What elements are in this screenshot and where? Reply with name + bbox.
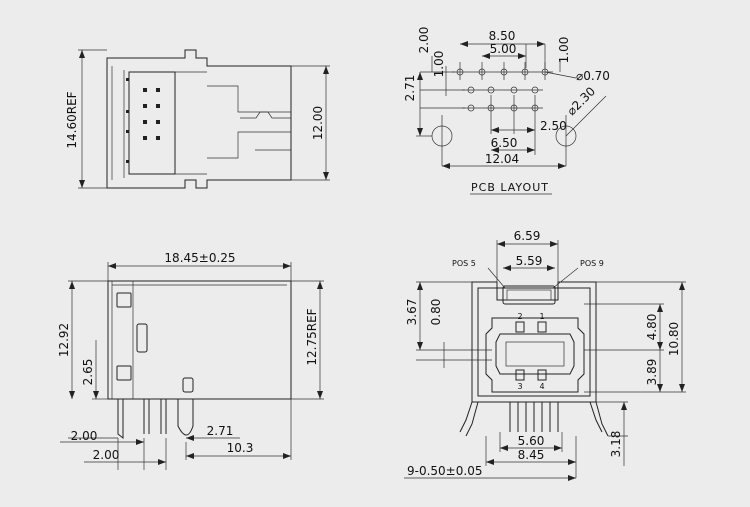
dim-0-80: 0.80 bbox=[429, 299, 443, 326]
dim-2-00-a: 2.00 bbox=[71, 429, 98, 443]
front-view: 2 1 3 4 6.59 5.59 POS 5 POS 9 bbox=[404, 229, 686, 481]
dim-4-80: 4.80 bbox=[645, 314, 659, 341]
pos5-label: POS 5 bbox=[452, 259, 476, 268]
dim-5-00: 5.00 bbox=[490, 42, 517, 56]
dim-3-67: 3.67 bbox=[405, 299, 419, 326]
dim-pitch: 9-0.50±0.05 bbox=[407, 464, 482, 478]
dim-18-45: 18.45±0.25 bbox=[164, 251, 235, 265]
dim-12-75ref: 12.75REF bbox=[305, 308, 319, 365]
dim-8-45: 8.45 bbox=[518, 448, 545, 462]
dim-14-60ref: 14.60REF bbox=[65, 91, 79, 148]
side-view: 18.45±0.25 12.92 2.65 12.75REF 2.00 2.00… bbox=[57, 251, 324, 470]
dim-5-60: 5.60 bbox=[518, 434, 545, 448]
dim-2-71-side: 2.71 bbox=[207, 424, 234, 438]
dim-10-80: 10.80 bbox=[667, 322, 681, 356]
pcb-layout-title: PCB LAYOUT bbox=[471, 181, 549, 194]
dim-2-65: 2.65 bbox=[81, 359, 95, 386]
dim-1-00-right: 1.00 bbox=[557, 37, 571, 64]
pin-3: 3 bbox=[517, 382, 522, 391]
dim-1-00-left: 1.00 bbox=[432, 51, 446, 78]
top-view: 14.60REF 12.00 bbox=[65, 49, 330, 189]
hole-0-70: ⌀0.70 bbox=[576, 69, 610, 83]
dim-6-50: 6.50 bbox=[491, 136, 518, 150]
dim-2-00-b: 2.00 bbox=[93, 448, 120, 462]
dim-2-50: 2.50 bbox=[540, 119, 567, 133]
dim-12-00: 12.00 bbox=[311, 106, 325, 140]
pin-1: 1 bbox=[539, 312, 544, 321]
pin-4: 4 bbox=[539, 382, 544, 391]
dim-12-04: 12.04 bbox=[485, 152, 519, 166]
dim-6-59: 6.59 bbox=[514, 229, 541, 243]
dim-3-89: 3.89 bbox=[645, 359, 659, 386]
dim-8-50: 8.50 bbox=[489, 29, 516, 43]
pcb-layout: 8.50 5.00 2.00 1.00 1.00 2.71 ⌀0.70 ⌀2.3… bbox=[403, 27, 610, 195]
dim-10-3: 10.3 bbox=[227, 441, 254, 455]
pos9-label: POS 9 bbox=[580, 259, 604, 268]
dim-12-92: 12.92 bbox=[57, 323, 71, 357]
dim-3-18: 3.18 bbox=[609, 431, 623, 458]
dim-2-00: 2.00 bbox=[417, 27, 431, 54]
dim-2-71: 2.71 bbox=[403, 75, 417, 102]
hole-2-30: ⌀2.30 bbox=[564, 84, 598, 118]
dim-5-59: 5.59 bbox=[516, 254, 543, 268]
pin-2: 2 bbox=[517, 312, 522, 321]
